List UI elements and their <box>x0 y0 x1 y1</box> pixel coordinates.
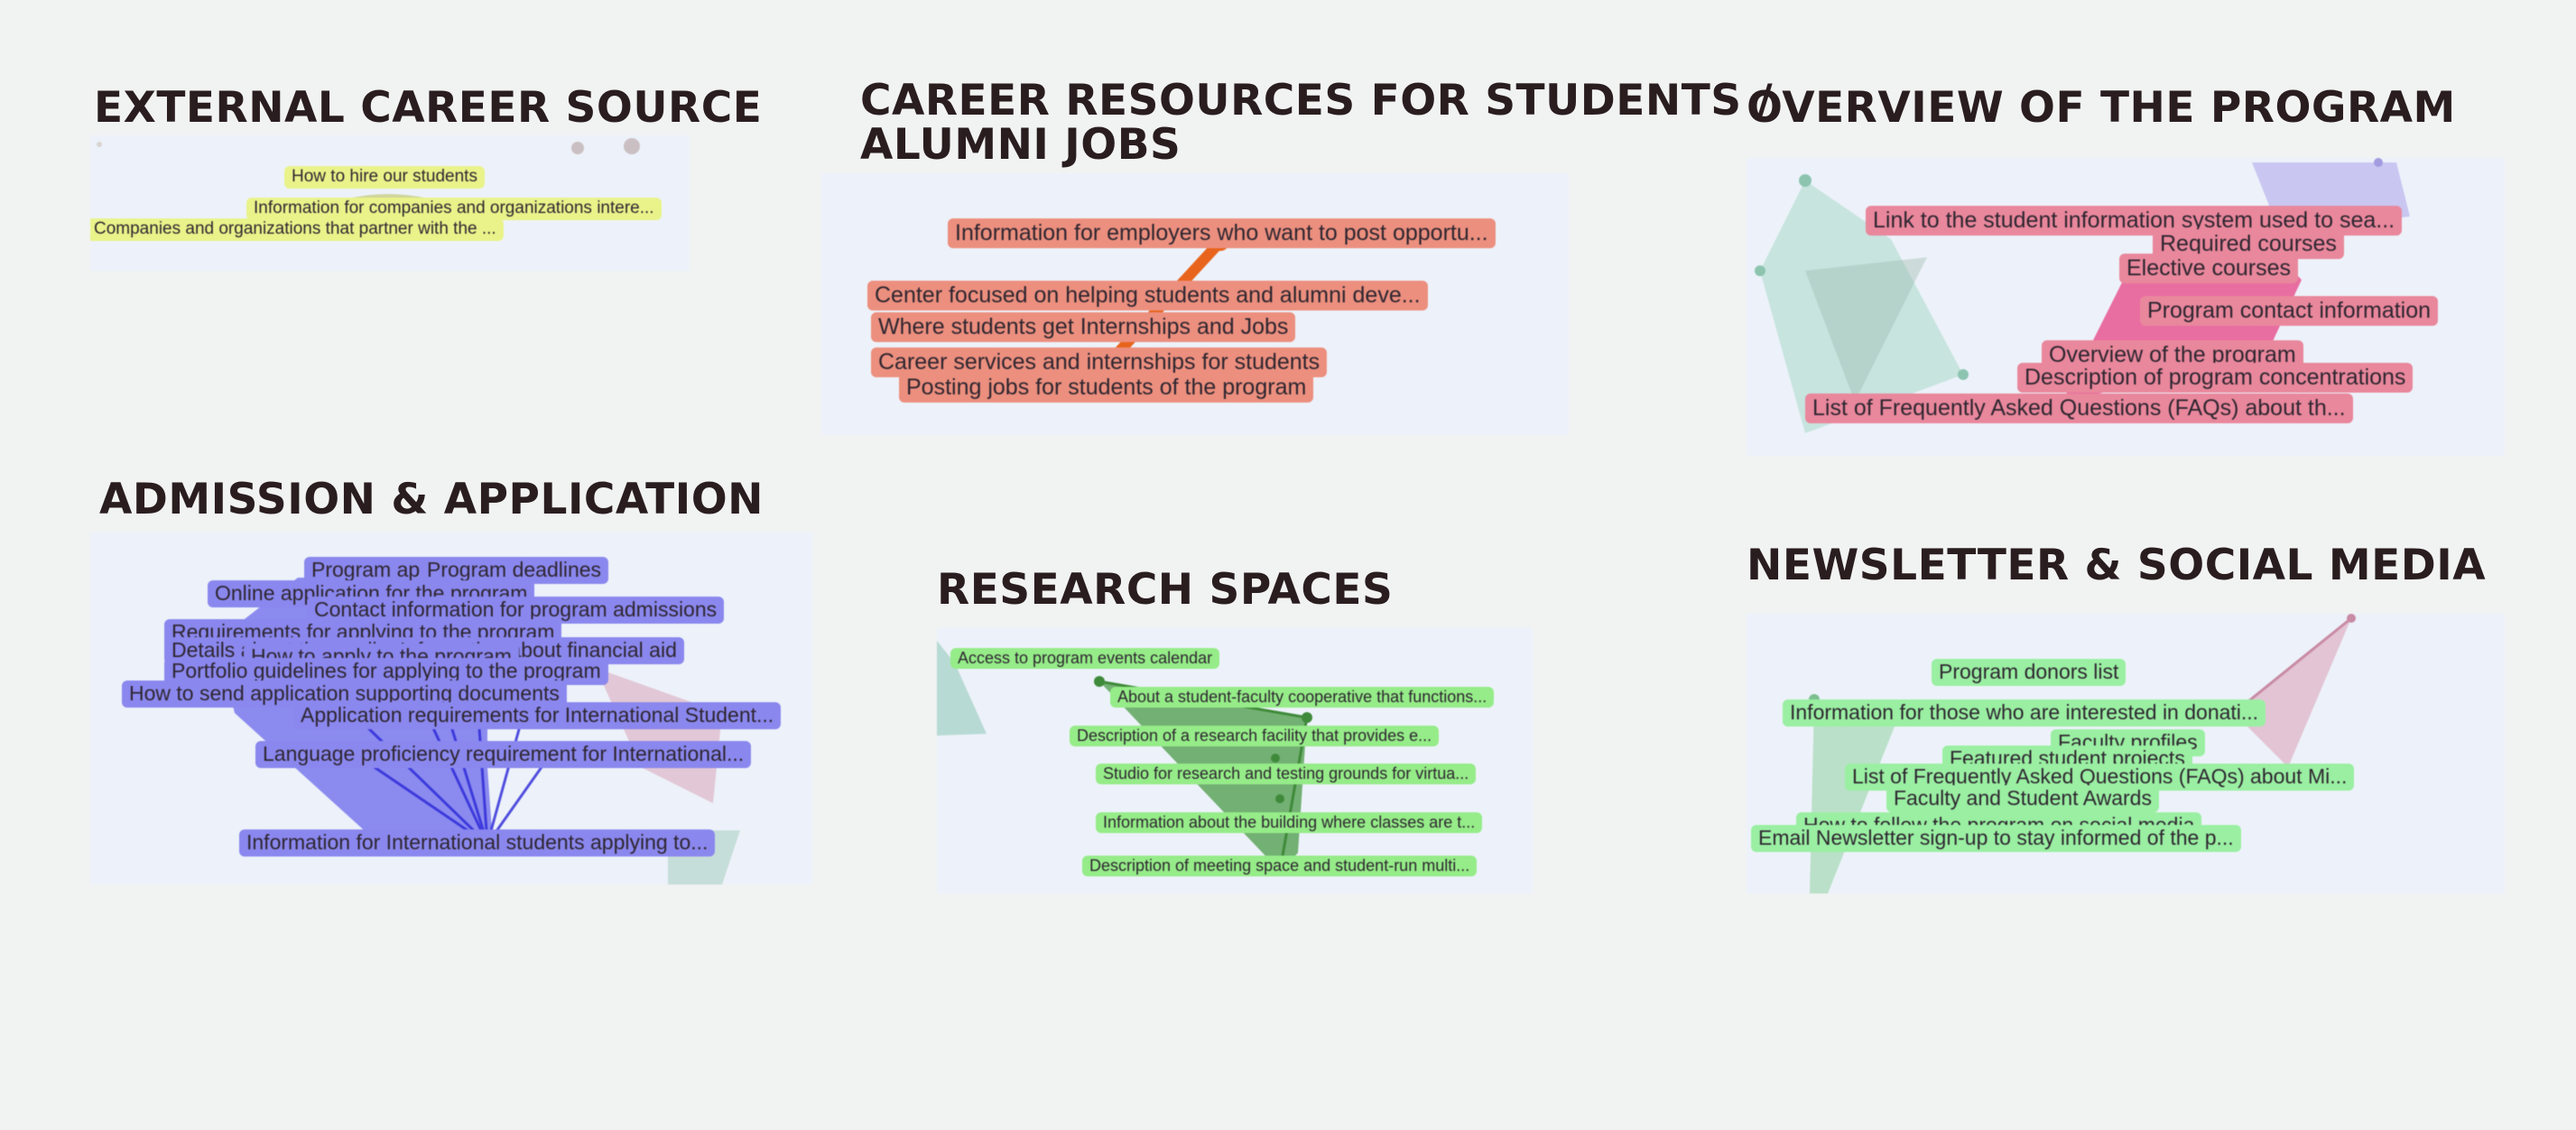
cluster-item[interactable]: Program contact information <box>2140 296 2439 326</box>
cluster-item[interactable]: Description of a research facility that … <box>1070 726 1440 747</box>
cluster-panel: Information for employers who want to po… <box>821 173 1569 435</box>
cluster-title: OVERVIEW OF THE PROGRAM <box>1747 83 2456 133</box>
cluster-item[interactable]: List of Frequently Asked Questions (FAQs… <box>1805 394 2353 423</box>
cluster-item[interactable]: Posting jobs for students of the program <box>899 373 1314 403</box>
cluster-title: RESEARCH SPACES <box>937 565 1394 615</box>
cluster-item[interactable]: Studio for research and testing grounds … <box>1096 764 1477 785</box>
cluster-title: ADMISSION & APPLICATION <box>99 475 764 524</box>
cluster-item[interactable]: Information for International students a… <box>239 829 716 857</box>
cluster-item[interactable]: Where students get Internships and Jobs <box>871 312 1296 342</box>
cluster-item[interactable]: How to send application supporting docum… <box>122 681 567 708</box>
cluster-item[interactable]: Email Newsletter sign-up to stay informe… <box>1751 825 2241 852</box>
cluster-item[interactable]: Elective courses <box>2119 254 2299 283</box>
cluster-panel: Access to program events calendar About … <box>937 627 1533 894</box>
cluster-item[interactable]: Application requirements for Internation… <box>293 702 782 729</box>
cluster-item[interactable]: List of Frequently Asked Questions (FAQs… <box>1845 764 2355 791</box>
cluster-item[interactable]: Program deadlines <box>420 557 609 584</box>
cluster-item[interactable]: Information for employers who want to po… <box>948 218 1496 248</box>
cluster-item[interactable]: Description of program concentrations <box>2017 363 2414 393</box>
cluster-item[interactable]: Contact information for program admissio… <box>307 597 725 624</box>
cluster-panel: Program application fees Program deadlin… <box>90 533 812 885</box>
cluster-panel: Link to the student information system u… <box>1747 158 2505 456</box>
cluster-item[interactable]: Portfolio guidelines for applying to the… <box>164 658 608 685</box>
cluster-item[interactable]: Information for those who are interested… <box>1783 699 2266 727</box>
cluster-title-line-2: ALUMNI JOBS <box>860 120 1181 170</box>
cluster-panel: How to hire our students Information for… <box>90 135 690 271</box>
cluster-item[interactable]: Center focused on helping students and a… <box>867 281 1428 310</box>
cluster-item[interactable]: Career services and internships for stud… <box>871 347 1328 377</box>
cluster-item[interactable]: Faculty and Student Awards <box>1886 785 2159 812</box>
cluster-item[interactable]: Language proficiency requirement for Int… <box>255 741 752 768</box>
cluster-title: EXTERNAL CAREER SOURCE <box>94 83 763 133</box>
cluster-item[interactable]: Companies and organizations that partner… <box>90 218 504 241</box>
cluster-item[interactable]: Information about the building where cla… <box>1096 812 1483 834</box>
cluster-item[interactable]: Program donors list <box>1932 659 2127 686</box>
cluster-item[interactable]: About a student-faculty cooperative that… <box>1110 687 1495 709</box>
cluster-panel: Program donors list Information for thos… <box>1747 614 2505 894</box>
cluster-title: NEWSLETTER & SOCIAL MEDIA <box>1747 541 2487 590</box>
cluster-title-line-1: CAREER RESOURCES FOR STUDENTS / <box>860 76 1774 125</box>
cluster-item[interactable]: How to hire our students <box>284 166 485 189</box>
cluster-item[interactable]: Information for companies and organizati… <box>246 198 662 220</box>
cluster-item[interactable]: Access to program events calendar <box>950 648 1220 670</box>
cluster-item[interactable]: Description of meeting space and student… <box>1082 856 1478 877</box>
